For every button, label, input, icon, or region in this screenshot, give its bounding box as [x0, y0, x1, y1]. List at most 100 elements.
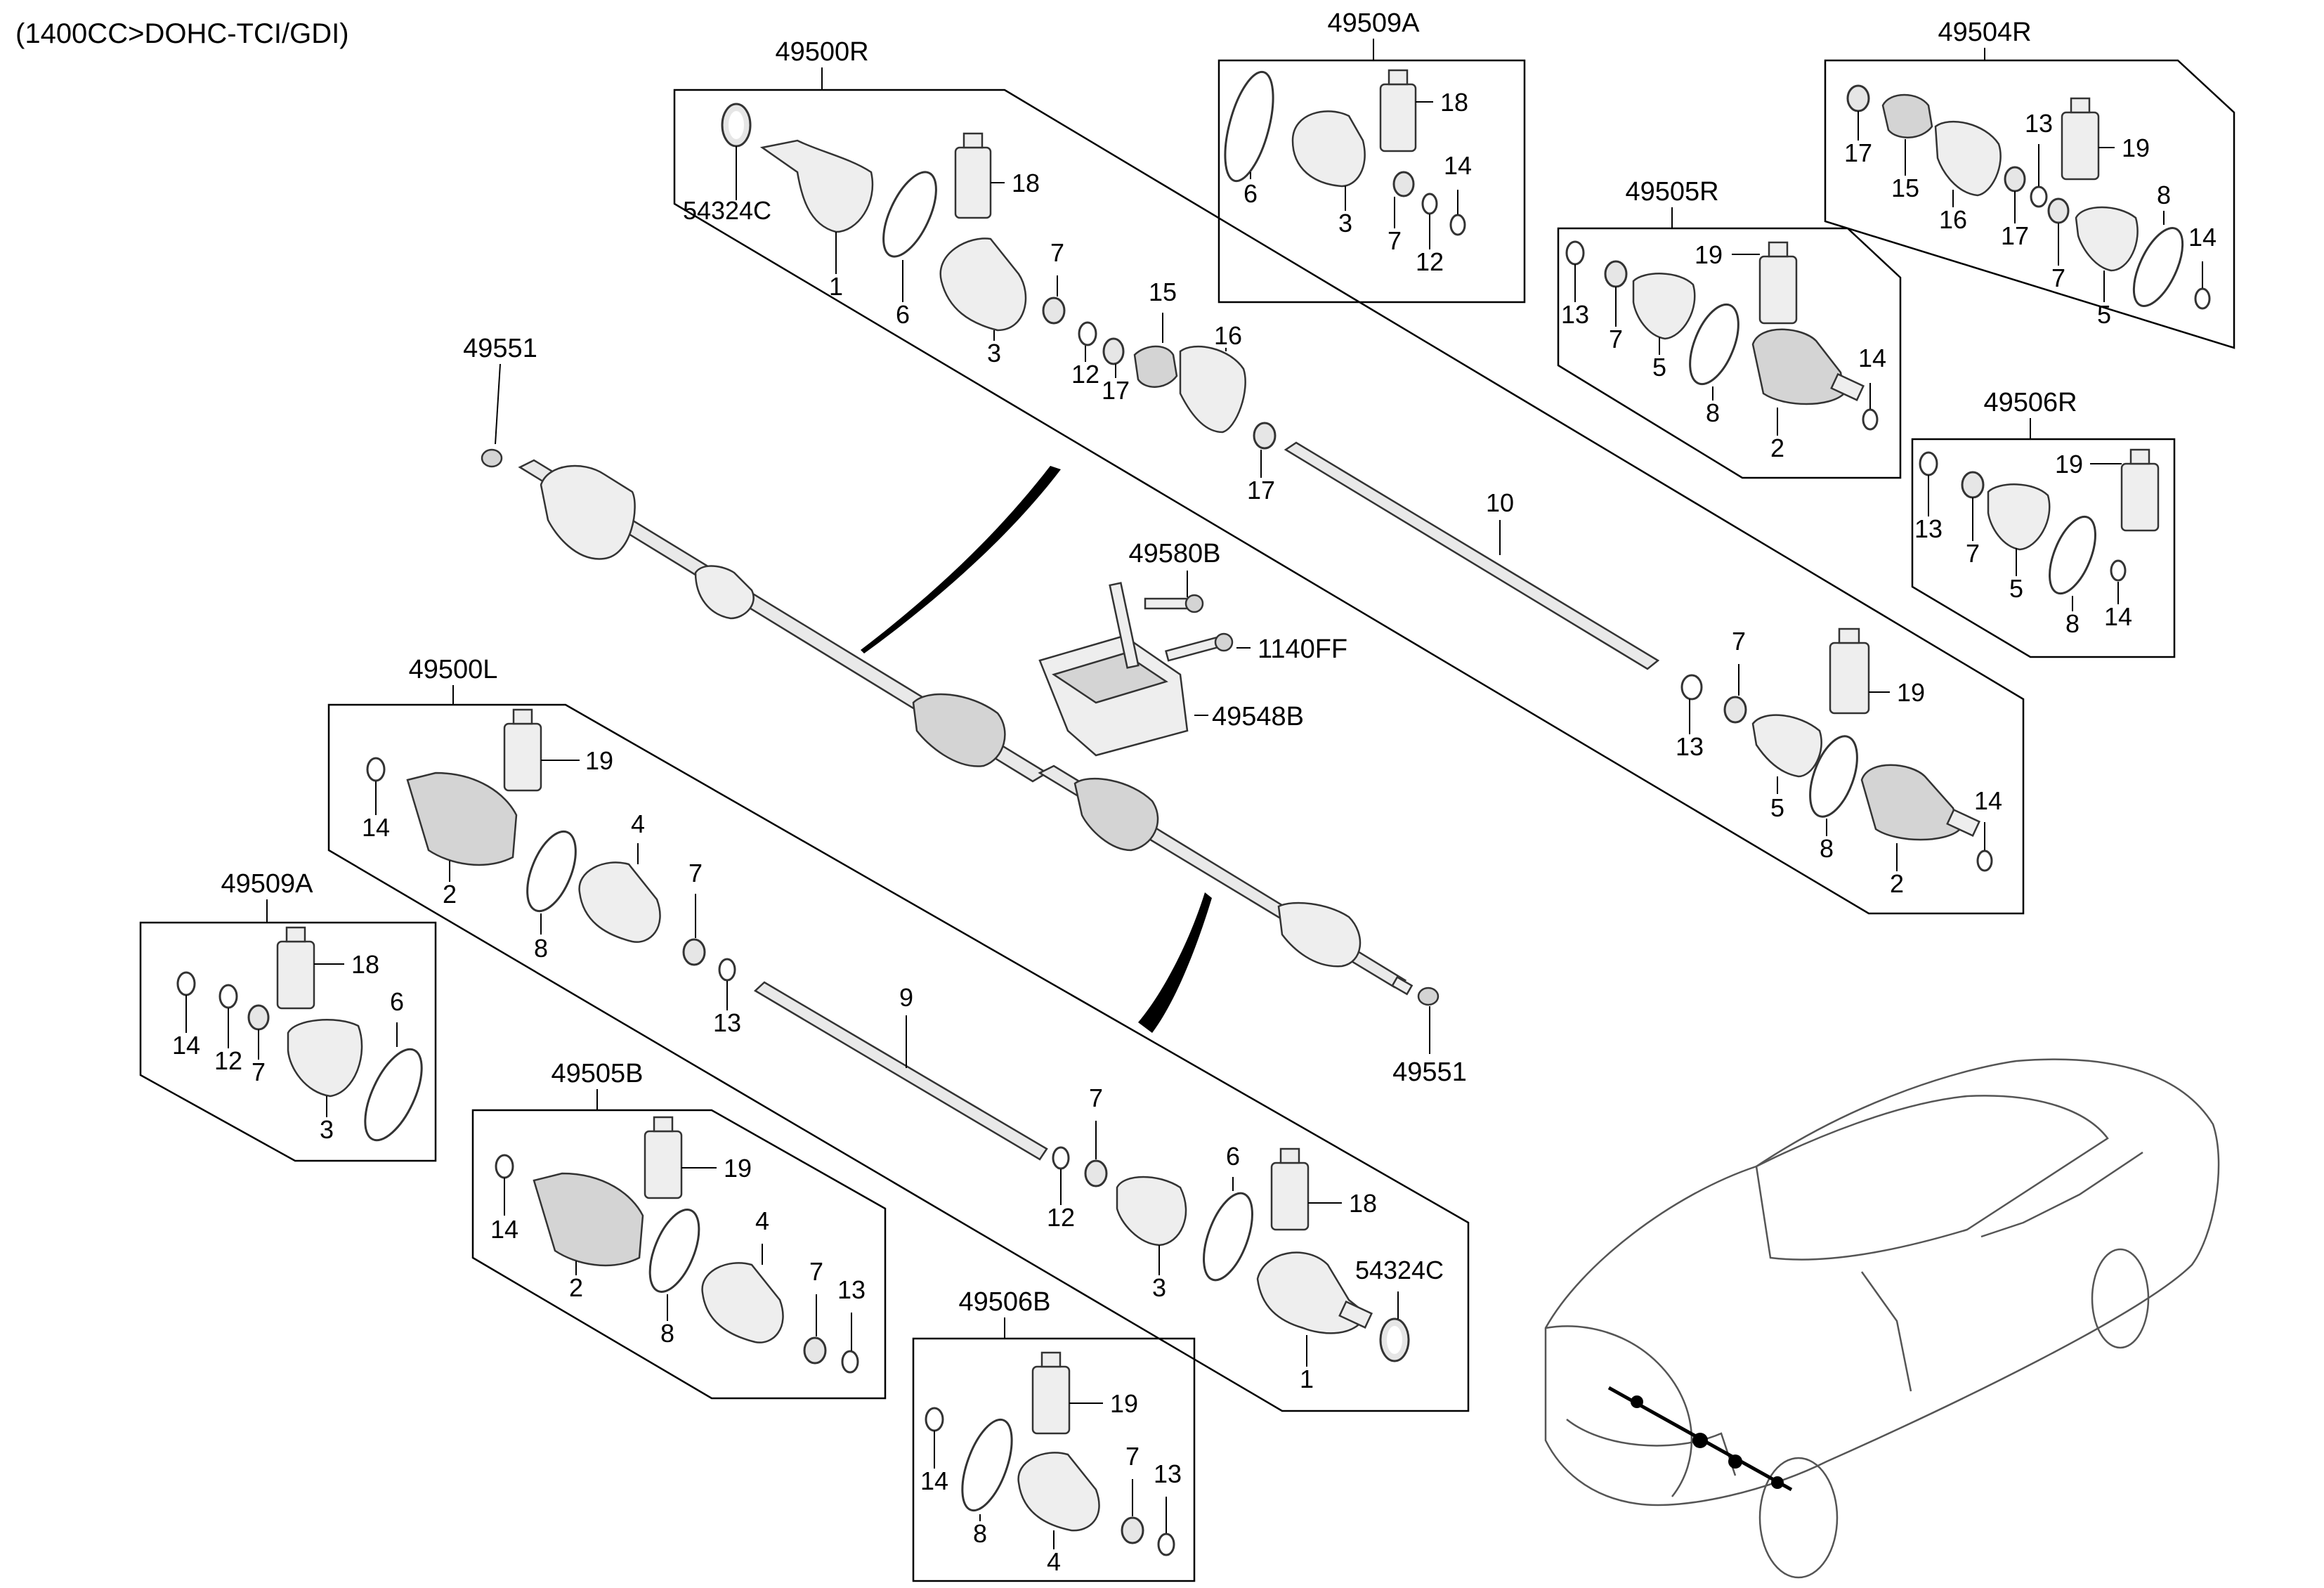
label-L-3: 3: [1152, 1273, 1166, 1302]
label-Q-13: 13: [1561, 300, 1589, 329]
group-box-49509A-top: [1218, 59, 1526, 304]
label-49551-top: 49551: [463, 334, 537, 363]
group-title-49509A-left: 49509A: [221, 869, 313, 899]
parts-49505R: 13 7 5 8 19 2 14: [1561, 240, 1886, 462]
group-title-49505B: 49505B: [551, 1059, 643, 1088]
assembled-drive-shaft: [481, 448, 1440, 1006]
group-title-49506B: 49506B: [958, 1287, 1050, 1317]
label-A-14: 14: [1444, 151, 1472, 180]
label-Q-5: 5: [1652, 353, 1666, 382]
parts-49509A-top: 6 3 18 7 12 14: [1224, 69, 1472, 276]
label-49548B: 49548B: [1212, 702, 1304, 731]
group-box-49506R: [1911, 438, 2176, 658]
label-D-19: 19: [1110, 1389, 1138, 1418]
label-P-17a: 17: [1844, 138, 1872, 167]
label-C-19: 19: [724, 1154, 752, 1183]
label-P-7: 7: [2051, 263, 2065, 292]
label-L-54324C: 54324C: [1355, 1256, 1444, 1284]
label-P-15: 15: [1891, 174, 1919, 202]
label-R-10: 10: [1486, 488, 1514, 517]
label-Q-8: 8: [1706, 398, 1720, 427]
label-R-16: 16: [1214, 321, 1242, 350]
label-R-17a: 17: [1102, 376, 1130, 405]
group-box-49506B: [912, 1337, 1196, 1582]
label-D-13: 13: [1154, 1459, 1182, 1488]
label-B-3: 3: [320, 1115, 334, 1144]
label-P-13: 13: [2025, 109, 2053, 138]
parts-49506B: 14 8 4 19 7 13: [920, 1351, 1182, 1576]
label-R-3: 3: [987, 339, 1001, 367]
label-D-14: 14: [920, 1466, 948, 1495]
label-L-1: 1: [1300, 1365, 1314, 1393]
label-D-8: 8: [973, 1519, 987, 1548]
parts-49504R: 17 15 16 17 13 19 7 5 8 14: [1844, 84, 2217, 329]
label-L-6: 6: [1226, 1142, 1240, 1171]
label-P-17b: 17: [2001, 221, 2029, 250]
group-box-49500R: [673, 89, 2025, 915]
label-C-13: 13: [837, 1275, 866, 1304]
label-R-6: 6: [896, 300, 910, 329]
group-title-49509A-top: 49509A: [1327, 8, 1420, 38]
label-A-6: 6: [1243, 179, 1258, 208]
label-L-9: 9: [899, 983, 913, 1012]
label-R-13: 13: [1676, 732, 1704, 761]
model-caption: (1400CC>DOHC-TCI/GDI): [15, 18, 349, 49]
label-S-7: 7: [1966, 539, 1980, 568]
label-A-7: 7: [1388, 226, 1402, 255]
label-P-19: 19: [2122, 134, 2150, 162]
label-R-7b: 7: [1732, 627, 1746, 656]
group-box-49505R: [1557, 227, 1902, 479]
label-P-16: 16: [1939, 205, 1967, 234]
label-R-17b: 17: [1247, 476, 1275, 505]
label-Q-19: 19: [1695, 240, 1723, 269]
label-P-8: 8: [2157, 181, 2171, 209]
label-B-18: 18: [351, 950, 379, 979]
pointer-wedge-lower: [1138, 892, 1212, 1033]
label-R-2: 2: [1890, 869, 1904, 898]
group-title-49505R: 49505R: [1625, 177, 1718, 207]
parts-49505B: 14 2 19 8 4 7 13: [490, 1116, 866, 1374]
label-L-14: 14: [362, 813, 390, 842]
label-Q-2: 2: [1770, 434, 1784, 462]
label-L-19: 19: [585, 746, 613, 775]
label-R-54324C: 54324C: [683, 196, 771, 225]
vehicle-location-illustration: [1544, 1058, 2220, 1579]
label-B-12: 12: [214, 1046, 242, 1075]
label-L-4: 4: [631, 809, 645, 838]
label-49580B: 49580B: [1128, 539, 1220, 568]
label-C-2: 2: [569, 1273, 583, 1302]
group-title-49500L: 49500L: [409, 655, 498, 684]
label-R-12: 12: [1071, 360, 1099, 389]
label-L-8: 8: [534, 934, 548, 963]
pointer-wedge-upper: [861, 466, 1061, 653]
label-A-3: 3: [1338, 209, 1352, 237]
bracket-assembly: [1038, 582, 1234, 757]
parts-49500R: 54324C 1 6 3 18 7 12 17 15 16 17 10: [683, 103, 2002, 898]
label-R-8: 8: [1820, 834, 1834, 863]
label-R-18: 18: [1012, 169, 1040, 197]
label-D-7: 7: [1125, 1442, 1140, 1471]
label-B-6: 6: [390, 987, 404, 1016]
parts-49500L: 14 2 19 8 4 7 13 9 1 2 7 3 6: [362, 708, 1444, 1393]
group-title-49500R: 49500R: [775, 37, 868, 67]
label-C-14: 14: [490, 1215, 518, 1244]
label-C-7: 7: [809, 1257, 823, 1286]
label-R-1: 1: [829, 272, 843, 301]
label-C-4: 4: [755, 1206, 769, 1235]
label-L-18: 18: [1349, 1189, 1377, 1218]
group-title-49506R: 49506R: [1983, 388, 2077, 417]
label-L-7: 7: [688, 859, 703, 887]
label-49551-bottom: 49551: [1392, 1057, 1467, 1087]
label-S-8: 8: [2065, 609, 2080, 638]
label-P-14: 14: [2188, 223, 2217, 252]
group-box-49500L: [327, 703, 1470, 1412]
label-L-13: 13: [713, 1008, 741, 1037]
label-A-12: 12: [1416, 247, 1444, 276]
label-A-18: 18: [1440, 88, 1468, 117]
label-S-19: 19: [2055, 450, 2083, 479]
label-R-7: 7: [1050, 238, 1064, 267]
label-B-7: 7: [252, 1057, 266, 1086]
label-S-13: 13: [1914, 514, 1943, 543]
label-B-14: 14: [172, 1031, 200, 1060]
